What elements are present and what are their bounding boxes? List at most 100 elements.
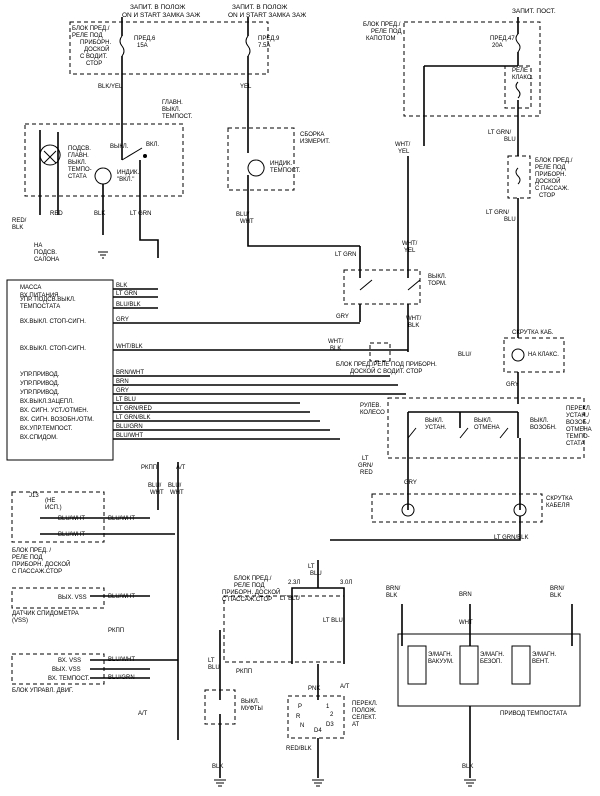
clock-spring-outline <box>503 337 565 373</box>
module-wire-label: LT GRN/BLK <box>116 415 150 421</box>
pass-box-right-label-1: БЛОК ПРЕД./ <box>535 158 573 164</box>
pass-box-right-outline <box>507 155 531 199</box>
vss-out-label-2: ВЫХ. VSS <box>52 667 81 673</box>
wire-label-blu-wht-c2: WHT <box>240 219 254 225</box>
wire-label-brn-blk-1a: BRN/ <box>386 586 401 592</box>
cluster-ind-label-1: ИНДИК. <box>270 161 293 167</box>
not-used-label-1: (НЕ <box>45 498 55 504</box>
wire-label-blk: BLK <box>94 211 105 217</box>
vx-tempo-label: ВХ. ТЕМПОСТ. <box>48 676 90 682</box>
horn-relay-label-1: РЕЛЕ <box>512 68 528 74</box>
wire-label-red-blk-1: RED/ <box>12 218 27 224</box>
wire-label-wht: WHT <box>459 620 473 626</box>
ground-symbol-1 <box>98 251 108 259</box>
supply-label-left-1: ЗАПИТ. В ПОЛОЖ <box>130 4 185 11</box>
brake-switch-label-2: ТОРМ. <box>428 281 447 287</box>
module-pin-label: ВХ. СИГН. ВОЗОБН./ОТМ. <box>20 417 94 423</box>
range-pos-1: 1 <box>326 704 330 710</box>
top-box-label-2: РЕЛЕ ПОД <box>72 33 103 39</box>
wire-label-lt-grn-red-3: RED <box>360 470 373 476</box>
sol-safe-coil <box>459 645 479 685</box>
fuse9-label: ПРЕД.9 <box>258 36 280 42</box>
main-switch-box-outline <box>24 123 184 197</box>
cable-coil-outline <box>371 493 543 523</box>
sw-cancel-label-2: ОТМЕНА <box>474 425 500 431</box>
sol-vent-label-2: ВЕНТ. <box>532 659 549 665</box>
sw-set-label-2: УСТАН. <box>425 425 447 431</box>
wire-label-lt-grn-2: LT GRN <box>335 252 356 258</box>
wire-label-red-blk-2: BLK <box>12 225 23 231</box>
sw-main-label-3: ВОЗОБ./ <box>566 420 590 426</box>
module-wire-label: LT BLU <box>116 397 136 403</box>
range-pos-r: R <box>296 714 301 720</box>
wire-label-lt-blu-3: LT BLU <box>323 618 343 624</box>
sol-vac-coil <box>407 645 427 685</box>
wire-horn-relay-feed <box>423 65 518 146</box>
clock-spring-coil <box>511 348 525 362</box>
wire-label-yel: YEL <box>240 84 252 90</box>
module-wire-label: BLU/BLK <box>116 302 141 308</box>
pass-box-right-label-2: РЕЛЕ ПОД <box>535 165 566 171</box>
ground-symbol-2 <box>464 779 476 787</box>
vss-sensor-label-2: (VSS) <box>12 618 28 624</box>
module-pin-label: ВХ.ПИТАНИЯ <box>20 293 58 299</box>
cruise-module-outline <box>6 279 114 461</box>
wire-lt-blu-split <box>291 560 345 664</box>
wire-label-gry-2: GRY <box>506 382 519 388</box>
module-wire-label: BLU/GRN <box>116 424 143 430</box>
wire-label-blu-wht-c1: BLU/ <box>236 212 250 218</box>
horn-relay-coil <box>515 81 521 99</box>
module-pin-label: ВХ.ВЫКЛ.ЗАЦЕПЛ. <box>20 399 74 405</box>
module-wire-label: LT GRN <box>116 291 137 297</box>
wire-actuator-in <box>401 604 573 646</box>
cluster-lamp <box>247 159 265 177</box>
wire-label-lt-blu-4b: BLU <box>208 665 220 671</box>
supply-label-mid-2: ON И START ЗАМКА ЗАЖ <box>228 12 306 19</box>
wire-label-blu-wht-2: BLU/WHT <box>108 516 135 522</box>
vss-sensor-outline <box>11 587 105 609</box>
sol-vent-coil <box>511 645 531 685</box>
module-wire-label: GRY <box>116 317 129 323</box>
pass-box-2-label-3: ПРИБОРН. ДОСКОЙ <box>12 560 70 568</box>
cluster-ind-label-2: ТЕМПОСТ. <box>270 168 301 174</box>
steering-bus <box>407 411 519 438</box>
brake-switch-outline <box>343 269 421 305</box>
fuse47-symbol <box>515 33 521 53</box>
sw-main-label-2: УСТАН./ <box>566 413 589 419</box>
wire-label-blu-wht-a2: WHT <box>150 490 164 496</box>
fuse9-rating: 7.5A <box>258 43 270 49</box>
wire-label-red-blk-2: RED/BLK <box>286 746 312 752</box>
illum-lamp-circle <box>39 144 61 166</box>
wire-switch-out <box>102 160 159 258</box>
wire-label-wht-blk-4: BLK <box>330 346 341 352</box>
top-box-label-1: БЛОК ПРЕД./ <box>72 26 110 32</box>
module-pin-label: УПР. ПОДСВ.ВЫКЛ. <box>20 297 76 303</box>
actuator-outline <box>397 633 581 707</box>
wire-j13 <box>40 517 175 535</box>
pass-box-2-label-2: РЕЛЕ ПОД <box>12 555 43 561</box>
wire-label-gry: GRY <box>336 314 349 320</box>
pass-box-2-label-1: БЛОК ПРЕД. / <box>12 548 51 554</box>
pass-box-right-fuse <box>515 167 521 185</box>
supply-label-right: ЗАПИТ. ПОСТ. <box>512 8 556 15</box>
wire-lower-left <box>157 462 179 740</box>
module-pin-label: ТЕМПОСТАТА <box>20 304 60 310</box>
pass-box-right-label-4: ДОСКОЙ <box>535 177 560 185</box>
top-box-label-3: ПРИБОРН. <box>80 40 111 46</box>
driver-box-label-1: БЛОК ПРЕД./РЕЛЕ ПОД ПРИБОРН. <box>336 362 437 368</box>
actuator-label: ПРИВОД ТЕМПОСТАТА <box>500 711 567 717</box>
wire-label-blu-wht-4: BLU/WHT <box>108 594 135 600</box>
module-wire-label: GRY <box>116 388 129 394</box>
brake-switch-label-1: ВЫКЛ. <box>428 274 447 280</box>
module-pin-label: ВХ.ВЫКЛ. СТОП-СИГН. <box>20 346 86 352</box>
vss-in-label: ВХ. VSS <box>58 658 81 664</box>
to-interior-label-2: ПОДСВ. <box>34 250 57 256</box>
module-pin-label: УПР.ПРИВОД. <box>20 381 60 387</box>
hood-box-outline <box>403 21 541 117</box>
ground-symbol-4 <box>312 779 324 787</box>
module-pin-label: ВХ.УПР.ТЕМПОСТ. <box>20 426 73 432</box>
driver-box-label-2: ДОСКОЙ С ВОДИТ. СТОР <box>350 367 422 375</box>
